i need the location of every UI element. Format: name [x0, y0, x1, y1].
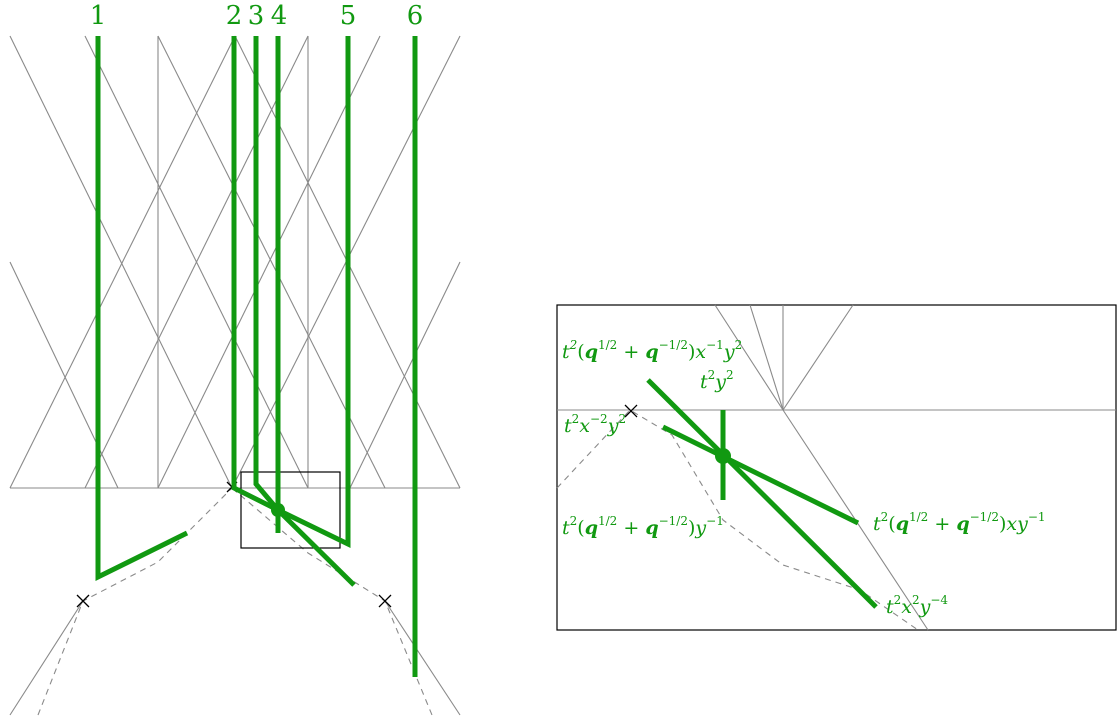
curve-numbers: 1 2 3 4 5 6 [90, 1, 424, 31]
branch-diagonal [646, 378, 878, 609]
term-x-neg2-y2: t2x−2y2 [564, 412, 626, 437]
curve-label-6: 6 [407, 1, 424, 31]
term-y2: t2y2 [700, 368, 734, 393]
curve-label-5: 5 [340, 1, 357, 31]
curve-label-1: 1 [90, 1, 107, 31]
right-node-dot [715, 448, 731, 464]
right-cross-marker [624, 404, 638, 418]
branch-shallow [661, 424, 860, 526]
curve-label-3: 3 [248, 1, 265, 31]
term-y-inv: t2(q1/2 + q−1/2)y−1 [562, 514, 724, 539]
curve-label-2: 2 [226, 1, 243, 31]
curve-1 [95, 36, 189, 582]
zoom-box [240, 471, 341, 549]
term-x2-y-neg4: t2x2y−4 [886, 593, 948, 618]
left-grey-grid [9, 35, 461, 716]
curve-3 [253, 36, 280, 512]
curve-2 [231, 36, 280, 513]
curve-label-4: 4 [271, 1, 288, 31]
right-green-curves [646, 378, 878, 609]
curve-5 [276, 36, 351, 548]
left-green-curves [95, 36, 418, 677]
left-node-dot [271, 503, 285, 517]
term-xy-inv: t2(q1/2 + q−1/2)xy−1 [873, 510, 1046, 535]
curve-tail [276, 508, 356, 587]
zoom-panel-frame [556, 304, 1117, 631]
term-x-inv-y2: t2(q1/2 + q−1/2)x−1y2 [562, 338, 742, 363]
